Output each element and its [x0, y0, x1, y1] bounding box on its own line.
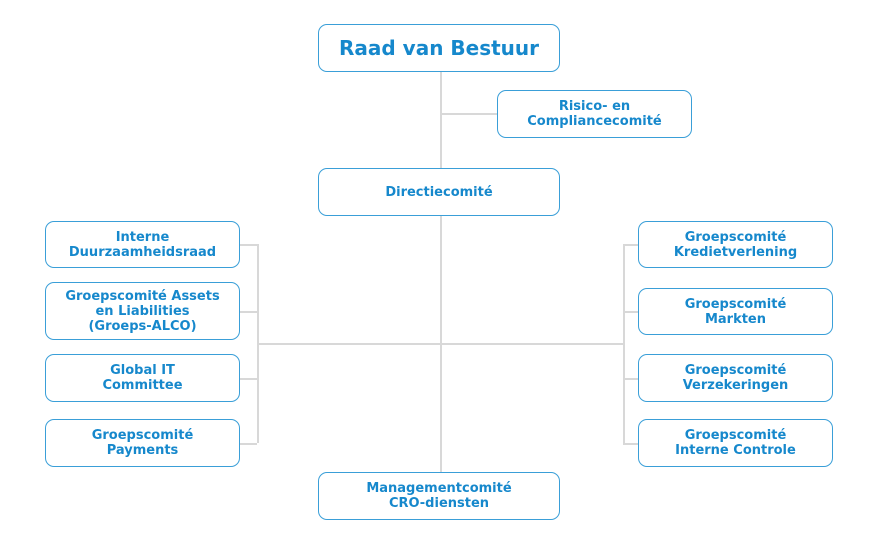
executive-committee-node: Directiecomité — [318, 168, 560, 216]
right-node: Groepscomité Markten — [638, 288, 833, 335]
node-label: Managementcomité CRO-diensten — [366, 481, 512, 511]
left-node: Groepscomité Payments — [45, 419, 240, 467]
connector-l3 — [240, 443, 257, 445]
connector-r1 — [623, 311, 638, 313]
risk-committee-node: Risico- en Compliancecomité — [497, 90, 692, 138]
management-committee-node: Managementcomité CRO-diensten — [318, 472, 560, 520]
connector-right-bracket — [623, 244, 625, 443]
connector-l1 — [240, 311, 257, 313]
board-node: Raad van Bestuur — [318, 24, 560, 72]
node-label: Directiecomité — [385, 184, 493, 200]
connector-main — [440, 72, 442, 472]
connector-branch — [257, 343, 623, 345]
left-node: Global IT Committee — [45, 354, 240, 402]
node-label: Groepscomité Assets en Liabilities (Groe… — [65, 288, 220, 334]
connector-left-bracket — [257, 244, 259, 443]
connector-l2 — [240, 378, 257, 380]
connector-l0 — [240, 244, 257, 246]
node-label: Groepscomité Verzekeringen — [682, 363, 789, 393]
node-label: Global IT Committee — [102, 363, 183, 393]
node-label: Groepscomité Payments — [91, 428, 194, 458]
node-label: Groepscomité Kredietverlening — [673, 229, 798, 260]
left-node: Interne Duurzaamheidsraad — [45, 221, 240, 268]
connector-r0 — [623, 244, 638, 246]
node-label: Groepscomité Markten — [684, 296, 787, 327]
node-label: Raad van Bestuur — [338, 35, 540, 60]
connector-r2 — [623, 378, 638, 380]
connector-risk — [441, 113, 497, 115]
node-label: Groepscomité Interne Controle — [675, 428, 796, 458]
left-node: Groepscomité Assets en Liabilities (Groe… — [45, 282, 240, 340]
right-node: Groepscomité Interne Controle — [638, 419, 833, 467]
node-label: Risico- en Compliancecomité — [527, 99, 662, 129]
right-node: Groepscomité Kredietverlening — [638, 221, 833, 268]
connector-r3 — [623, 443, 638, 445]
right-node: Groepscomité Verzekeringen — [638, 354, 833, 402]
node-label: Interne Duurzaamheidsraad — [68, 229, 217, 260]
